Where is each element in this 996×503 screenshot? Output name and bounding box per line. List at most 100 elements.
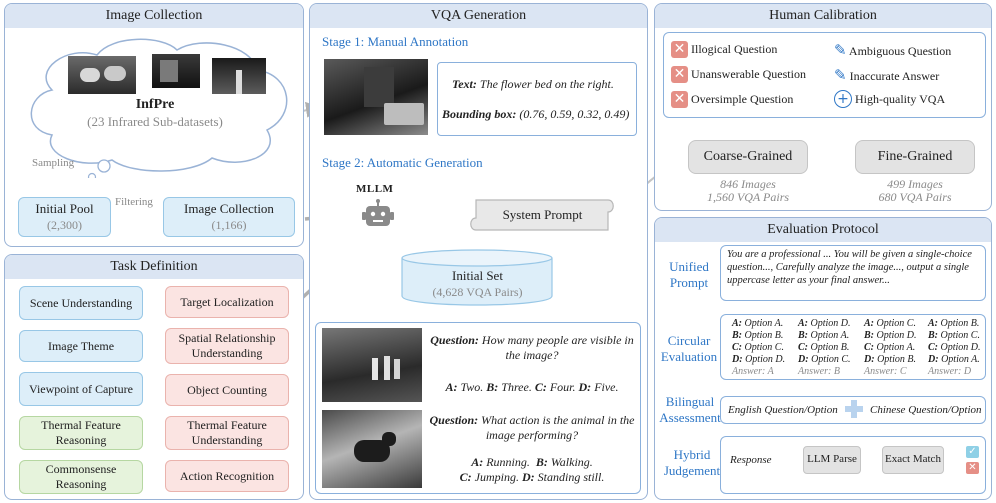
- english-label: English Question/Option: [728, 404, 838, 416]
- fine-stats: 499 Images 680 VQA Pairs: [855, 178, 975, 204]
- check-icon: ✓: [966, 446, 979, 458]
- qa-image-people: [322, 328, 422, 402]
- annotation-box: Text: The flower bed on the right. Bound…: [437, 62, 637, 136]
- answer: Answer: A: [732, 366, 774, 377]
- q2-opt-b-key: B:: [535, 455, 548, 469]
- coarse-stats: 846 Images 1,560 VQA Pairs: [688, 178, 808, 204]
- hybrid-judgement-label: Hybrid Judgement: [663, 447, 721, 478]
- circular-col-2: A: Option D. B: Option A. C: Option B. D…: [798, 318, 851, 378]
- fine-pairs: 680 VQA Pairs: [878, 190, 952, 204]
- q1-opt-b: Three.: [501, 380, 532, 394]
- key: D:: [928, 354, 939, 365]
- initial-set-count: (4,628 VQA Pairs): [432, 285, 523, 299]
- criterion-label: Inaccurate Answer: [849, 69, 940, 83]
- task-action-recognition: Action Recognition: [165, 460, 289, 492]
- key: B:: [864, 330, 874, 341]
- task-target-localization: Target Localization: [165, 286, 289, 318]
- task-thermal-understanding: Thermal Feature Understanding: [165, 416, 289, 450]
- option: Option D.: [876, 330, 917, 341]
- answer: Answer: D: [928, 366, 972, 377]
- q2-opt-d: Standing still.: [537, 470, 605, 484]
- option: Option C.: [876, 318, 916, 329]
- key: A:: [798, 318, 808, 329]
- text-value: The flower bed on the right.: [479, 77, 614, 91]
- image-collection-box: Image Collection (1,166): [163, 197, 295, 237]
- key: B:: [732, 330, 742, 341]
- image-collection-count: (1,166): [211, 217, 247, 232]
- cross-icon: ✕: [966, 462, 979, 474]
- option: Option B.: [877, 354, 916, 365]
- panel-title: Task Definition: [5, 255, 303, 279]
- option: Option D.: [745, 354, 786, 365]
- q1-text: How many people are visible in the image…: [481, 333, 634, 362]
- q2-text: What action is the animal in the image p…: [481, 413, 635, 442]
- q2-opt-c: Jumping.: [474, 470, 519, 484]
- criterion-unanswerable: ✕ Unanswerable Question: [671, 66, 806, 83]
- mllm-label: MLLM: [356, 183, 394, 195]
- sampling-label: Sampling: [32, 157, 75, 169]
- q1-options: A: Two. B: Three. C: Four. D: Five.: [428, 380, 636, 395]
- key: D:: [732, 354, 743, 365]
- option: Option D.: [810, 318, 851, 329]
- circular-box: [720, 314, 986, 380]
- dataset-name: InfPre: [135, 97, 175, 112]
- q2-opt-a-key: A:: [471, 455, 484, 469]
- initial-set-label: Initial Set: [452, 268, 503, 283]
- pencil-icon: ✎: [834, 66, 847, 84]
- stage1-label: Stage 1: Manual Annotation: [322, 34, 469, 49]
- initial-pool-label: Initial Pool: [35, 201, 94, 217]
- q2-text-wrap: Question: What action is the animal in t…: [428, 413, 636, 443]
- task-image-theme: Image Theme: [19, 330, 143, 362]
- q2-opt-a: Running.: [486, 455, 530, 469]
- task-viewpoint: Viewpoint of Capture: [19, 372, 143, 406]
- panel-title: Evaluation Protocol: [655, 218, 991, 242]
- cross-icon: ✕: [671, 91, 688, 108]
- key: C:: [928, 342, 938, 353]
- image-collection-label: Image Collection: [184, 201, 274, 217]
- criterion-high-quality: + High-quality VQA: [834, 90, 945, 108]
- plus-icon: [845, 400, 863, 418]
- unified-prompt-label: Unified Prompt: [669, 259, 709, 290]
- bbox-label: Bounding box:: [442, 107, 517, 121]
- key: D:: [864, 354, 875, 365]
- robot-icon: [362, 199, 394, 226]
- option: Option C.: [811, 354, 851, 365]
- key: B:: [798, 330, 808, 341]
- key: A:: [864, 318, 874, 329]
- q2-opt-d-key: D:: [521, 470, 535, 484]
- system-prompt-scroll: [470, 199, 614, 231]
- key: A:: [928, 318, 938, 329]
- option: Option C.: [744, 342, 784, 353]
- q1-opt-c-key: C:: [534, 380, 547, 394]
- circular-col-1: A: Option A. B: Option B. C: Option C. D…: [732, 318, 785, 378]
- q2-opt-b: Walking.: [550, 455, 593, 469]
- annotation-image: [324, 59, 428, 135]
- initial-pool-box: Initial Pool (2,300): [18, 197, 111, 237]
- criterion-ambiguous: ✎ Ambiguous Question: [834, 41, 951, 59]
- answer: Answer: C: [864, 366, 907, 377]
- panel-title: VQA Generation: [310, 4, 647, 28]
- prompt-box: [720, 245, 986, 301]
- task-thermal-reasoning: Thermal Feature Reasoning: [19, 416, 143, 450]
- cross-icon: ✕: [671, 41, 688, 58]
- llm-parse-box: LLM Parse: [803, 446, 861, 474]
- plus-circle-icon: +: [834, 90, 852, 108]
- key: A:: [732, 318, 742, 329]
- q1-label: Question:: [430, 333, 479, 347]
- chinese-label: Chinese Question/Option: [870, 404, 982, 416]
- key: D:: [798, 354, 809, 365]
- criterion-oversimple: ✕ Oversimple Question: [671, 91, 793, 108]
- option: Option A.: [810, 330, 850, 341]
- q1-text-wrap: Question: How many people are visible in…: [428, 333, 636, 363]
- task-scene-understanding: Scene Understanding: [19, 286, 143, 320]
- filtering-label: Filtering: [115, 196, 153, 208]
- exact-match-box: Exact Match: [882, 446, 944, 474]
- q2-opt-c-key: C:: [459, 470, 472, 484]
- dataset-subtitle: (23 Infrared Sub-datasets): [87, 114, 223, 129]
- human-calibration-panel: Human Calibration: [654, 3, 992, 211]
- q1-opt-d-key: D:: [578, 380, 592, 394]
- q1-opt-a-key: A:: [445, 380, 458, 394]
- qa-image-dog: [322, 410, 422, 488]
- q1-opt-b-key: B:: [486, 380, 499, 394]
- q1-opt-c: Four.: [549, 380, 576, 394]
